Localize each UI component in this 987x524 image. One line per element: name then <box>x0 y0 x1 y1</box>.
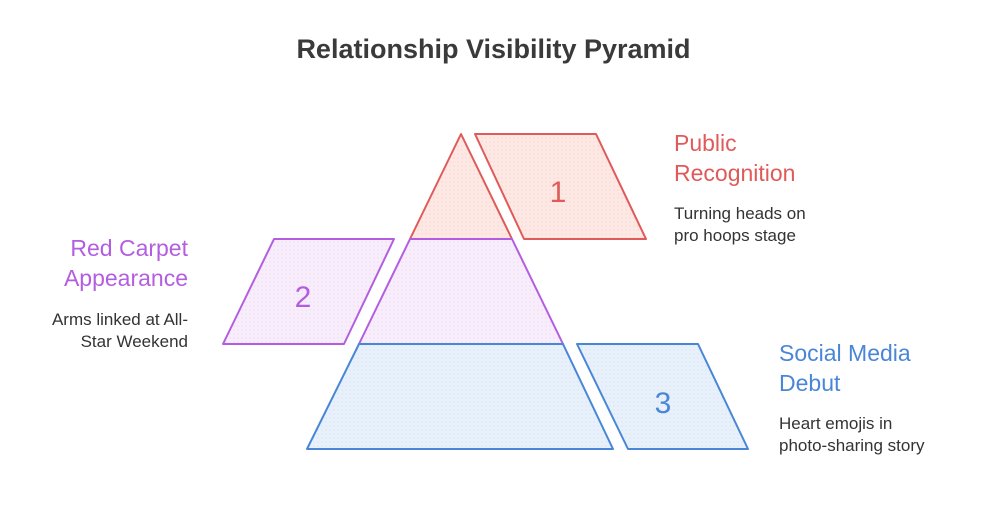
pyramid-tier-middle <box>358 238 564 345</box>
level-2-description: Arms linked at All- Star Weekend <box>0 309 188 353</box>
level-1-desc-line2: pro hoops stage <box>674 226 796 245</box>
level-1-box <box>474 133 647 240</box>
level-2-desc-line2: Star Weekend <box>80 332 188 351</box>
level-2-box <box>222 238 395 345</box>
pyramid-tier-bottom <box>306 343 614 450</box>
level-3-desc-line2: photo-sharing story <box>779 436 925 455</box>
level-2-title-line2: Appearance <box>63 265 188 291</box>
level-1-title: Public Recognition <box>674 128 795 188</box>
level-2-desc-line1: Arms linked at All- <box>51 310 188 329</box>
level-2-title-line1: Red Carpet <box>70 235 188 261</box>
level-1-title-line2: Recognition <box>674 160 796 186</box>
level-2-number: 2 <box>295 281 312 314</box>
level-1-title-line1: Public <box>674 130 737 156</box>
level-1-number: 1 <box>550 176 567 209</box>
level-3-description: Heart emojis in photo-sharing story <box>779 413 925 457</box>
level-1-description: Turning heads on pro hoops stage <box>674 203 806 247</box>
level-2-title: Red Carpet Appearance <box>0 233 188 293</box>
level-3-box <box>576 343 749 450</box>
level-3-title-line2: Debut <box>779 370 841 396</box>
level-3-number: 3 <box>655 387 672 420</box>
diagram-title: Relationship Visibility Pyramid <box>296 34 691 64</box>
level-1-desc-line1: Turning heads on <box>674 204 806 223</box>
level-3-desc-line1: Heart emojis in <box>779 414 893 433</box>
level-3-title: Social Media Debut <box>779 338 911 398</box>
level-3-title-line1: Social Media <box>779 340 911 366</box>
